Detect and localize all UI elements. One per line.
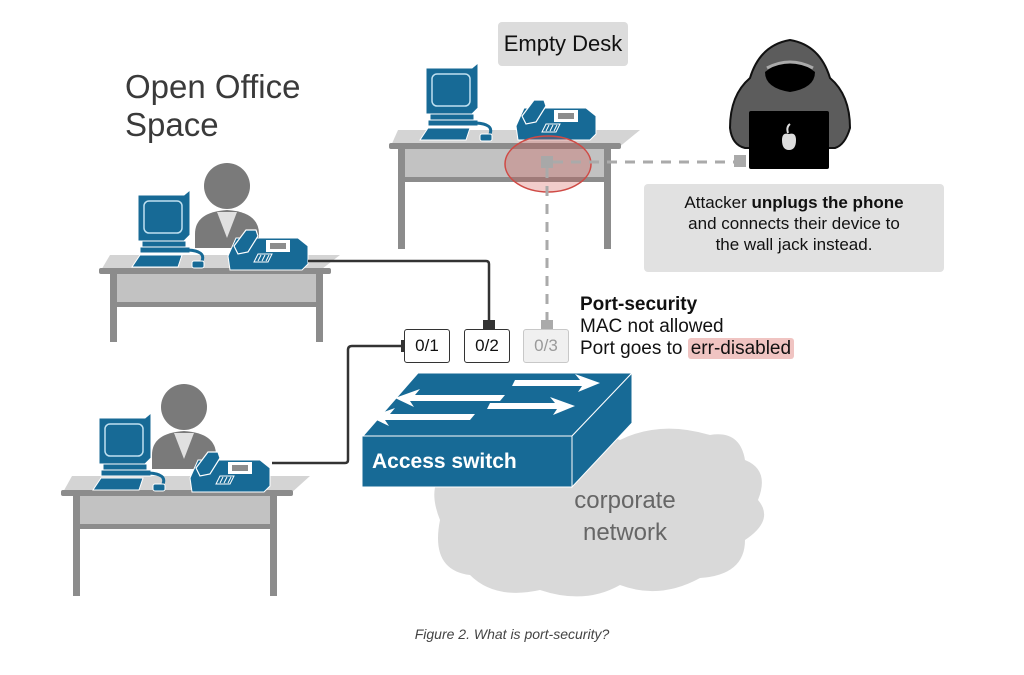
attacker-note-bold: unplugs the phone <box>751 193 904 212</box>
cable-desk1-to-port-0-2 <box>308 259 491 322</box>
port-security-note: Port-security MAC not allowed Port goes … <box>580 294 795 360</box>
wall-jack-icon <box>541 156 553 168</box>
office-desk-2 <box>61 384 310 596</box>
cable-desk2-to-port-0-1 <box>272 344 404 465</box>
switch-label: Access switch <box>372 450 517 473</box>
cloud-label: corporate network <box>550 485 700 549</box>
ip-phone-icon <box>515 99 597 141</box>
switch-icon <box>361 371 634 489</box>
attacker-note: Attacker unplugs the phone and connects … <box>644 184 944 272</box>
port-security-line2-prefix: Port goes to <box>580 338 688 359</box>
figure-caption: Figure 2. What is port-security? <box>414 626 610 642</box>
diagram-title: Open Office Space <box>125 68 301 143</box>
office-desk-1 <box>99 163 340 342</box>
port-security-heading: Port-security <box>580 294 698 315</box>
empty-desk-label: Empty Desk <box>498 22 628 66</box>
apple-logo-icon <box>782 123 796 150</box>
port-0-2: 0/2 <box>464 329 510 363</box>
port-0-1: 0/1 <box>404 329 450 363</box>
port-0-3: 0/3 <box>523 329 569 363</box>
desktop-computer-icon <box>418 61 494 143</box>
attacker-note-line3: the wall jack instead. <box>715 235 873 254</box>
laptop-icon <box>749 111 829 169</box>
attacker-note-prefix: Attacker <box>684 193 752 212</box>
cloud-label-line1: corporate <box>574 487 676 514</box>
port-security-line1: MAC not allowed <box>580 316 724 337</box>
attacker-note-line2: and connects their device to <box>688 214 900 233</box>
cloud-label-line2: network <box>582 519 668 546</box>
err-disabled-badge: err-disabled <box>687 338 795 359</box>
